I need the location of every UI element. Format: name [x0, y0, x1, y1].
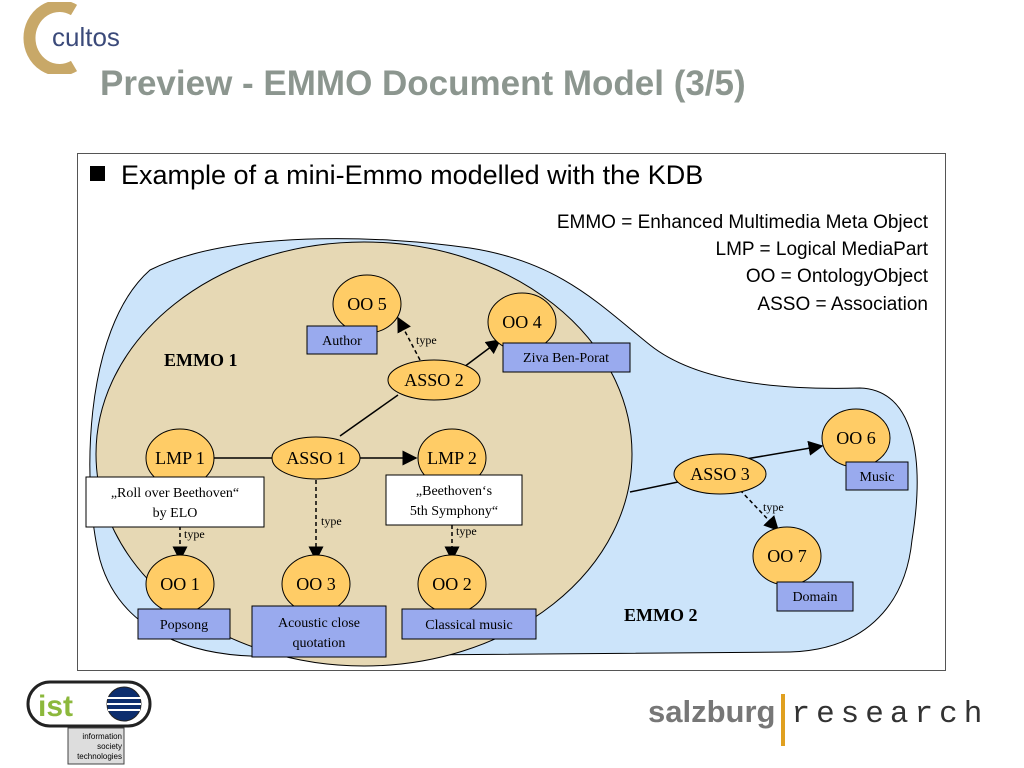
label-author: Author	[306, 325, 378, 355]
edge-label-type: type	[184, 527, 205, 541]
cultos-logo-text: cultos	[52, 22, 120, 52]
node-oo1: OO 1	[145, 554, 215, 614]
node-oo5: OO 5	[332, 274, 402, 334]
logo-divider	[781, 694, 786, 746]
node-asso3: ASSO 3	[673, 453, 767, 495]
node-asso1: ASSO 1	[271, 436, 361, 480]
legend-line-oo: OO = OntologyObject	[745, 266, 928, 287]
node-lmp1: LMP 1	[145, 428, 215, 488]
emmo2-label: EMMO 2	[624, 605, 698, 625]
label-acoustic-text-1: Acoustic close	[278, 616, 360, 631]
label-classical: Classical music	[401, 608, 537, 640]
label-acoustic-text-2: quotation	[293, 636, 346, 651]
label-acoustic: Acoustic close quotation	[251, 605, 387, 658]
ist-sub-2: society	[97, 742, 122, 751]
edge-label-type: type	[321, 514, 342, 528]
node-oo7: OO 7	[752, 526, 822, 586]
edge-asso2-oo5	[397, 316, 421, 361]
research-text: research	[791, 697, 989, 733]
legend-line-emmo: EMMO = Enhanced Multimedia Meta Object	[556, 212, 928, 233]
node-lmp1-label: LMP 1	[155, 448, 205, 468]
emmo1-label: EMMO 1	[164, 350, 238, 370]
textbox-roll-text-1: „Roll over Beethoven“	[111, 486, 239, 501]
node-asso3-label: ASSO 3	[690, 464, 750, 484]
label-music: Music	[845, 461, 909, 491]
label-ziva-text: Ziva Ben-Porat	[523, 351, 609, 366]
label-author-text: Author	[322, 334, 362, 349]
edge-asso3-oo7	[739, 489, 780, 532]
legend-line-asso: ASSO = Association	[757, 294, 928, 315]
textbox-beethoven-5th: „Beethoven‘s 5th Symphony“	[385, 474, 523, 526]
ist-logo-text: ist	[38, 690, 73, 723]
salzburg-text: salzburg	[648, 694, 776, 730]
label-domain: Domain	[776, 581, 854, 612]
node-asso2-label: ASSO 2	[404, 370, 464, 390]
node-oo7-label: OO 7	[767, 546, 807, 566]
node-oo4-label: OO 4	[502, 312, 542, 332]
node-oo2-label: OO 2	[432, 574, 472, 594]
node-oo3-label: OO 3	[296, 574, 336, 594]
label-ziva: Ziva Ben-Porat	[502, 342, 631, 373]
label-popsong-text: Popsong	[160, 618, 208, 633]
textbox-roll-over-beethoven: „Roll over Beethoven“ by ELO	[85, 476, 265, 528]
edge-asso3-oo6	[739, 440, 824, 461]
bullet-square-icon	[90, 166, 105, 182]
ist-sub-3: technologies	[77, 752, 122, 761]
edge-label-type: type	[763, 500, 784, 514]
textbox-beet-text-1: „Beethoven‘s	[416, 484, 492, 499]
salzburg-research-logo: salzburg research	[648, 688, 989, 746]
bullet-text: Example of a mini-Emmo modelled with the…	[121, 160, 704, 190]
node-oo5-label: OO 5	[347, 294, 387, 314]
content-frame	[77, 153, 946, 671]
edge-asso2-oo4	[459, 339, 502, 371]
edge-asso1-asso2	[339, 394, 399, 437]
node-lmp2: LMP 2	[417, 428, 487, 488]
node-oo6-label: OO 6	[836, 428, 876, 448]
page-title: Preview - EMMO Document Model (3/5)	[100, 64, 746, 103]
edge-asso-to-asso3	[629, 481, 679, 493]
legend-line-lmp: LMP = Logical MediaPart	[715, 239, 928, 260]
label-classical-text: Classical music	[425, 618, 513, 633]
bullet-item: Example of a mini-Emmo modelled with the…	[90, 160, 703, 191]
ist-sub-1: information	[82, 732, 122, 741]
cultos-logo-c	[23, 2, 78, 74]
edge-label-type: type	[456, 524, 477, 538]
edge-label-type: type	[416, 333, 437, 347]
label-music-text: Music	[860, 470, 895, 485]
node-lmp2-label: LMP 2	[427, 448, 477, 468]
node-oo3: OO 3	[281, 554, 351, 614]
node-oo2: OO 2	[417, 554, 487, 614]
label-popsong: Popsong	[137, 608, 231, 640]
label-domain-text: Domain	[792, 590, 837, 605]
node-oo4: OO 4	[487, 292, 557, 352]
node-asso1-label: ASSO 1	[286, 448, 346, 468]
textbox-roll-text-2: by ELO	[153, 506, 198, 521]
textbox-beet-text-2: 5th Symphony“	[410, 504, 498, 519]
node-oo1-label: OO 1	[160, 574, 200, 594]
node-oo6: OO 6	[821, 408, 891, 468]
node-asso2: ASSO 2	[387, 359, 481, 401]
ist-logo: ist information society technologies	[26, 680, 152, 765]
